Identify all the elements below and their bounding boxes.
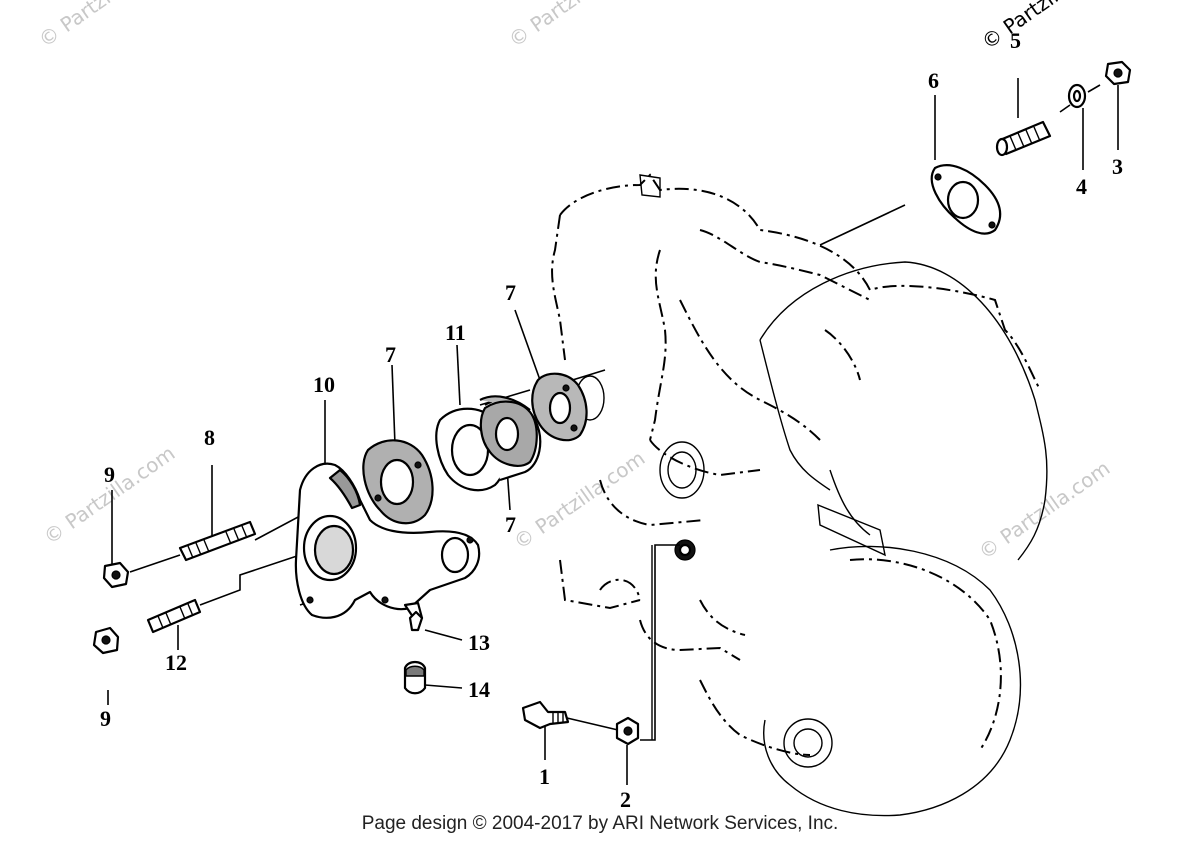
part-9-nut-upper [102,561,130,589]
watermark: © Partzilla.com [39,441,179,549]
engine-outline [551,173,1048,817]
callout-11: 11 [445,320,466,345]
part-7-gasket-upper [531,372,588,442]
callout-12: 12 [165,650,187,675]
part-3-nut [1104,60,1132,86]
part-9-nut-lower [92,626,120,655]
callout-7: 7 [385,342,396,367]
callout-4: 4 [1076,174,1087,199]
callout-5: 5 [1010,28,1021,53]
callout-7: 7 [505,512,516,537]
part-12-stud [146,598,202,634]
part-8-stud [178,520,257,562]
watermark-top-right: © Partzilla.com [977,0,1117,54]
watermark-layer: © Partzilla.com © Partzilla.com © Partzi… [34,0,1114,564]
callout-14: 14 [468,677,490,702]
callout-1: 1 [539,764,550,789]
part-7-gasket-left [362,439,434,525]
part-6-gasket [930,164,1002,235]
part-7-gasket-middle [479,400,538,467]
callout-8: 8 [204,425,215,450]
part-13-fitting [408,610,424,632]
watermark: © Partzilla.com [974,456,1114,564]
callout-9: 9 [104,462,115,487]
callout-3: 3 [1112,154,1123,179]
part-2-nut [615,716,640,746]
callout-7: 7 [505,280,516,305]
callout-9: 9 [100,706,111,731]
callout-2: 2 [620,787,631,812]
callout-13: 13 [468,630,490,655]
callout-6: 6 [928,68,939,93]
part-1-sensor [521,700,570,730]
part-5-stud [995,120,1052,157]
watermark: © Partzilla.com [504,0,644,52]
part-14-cap [403,660,427,695]
part-4-washer [1067,83,1087,109]
callout-10: 10 [313,372,335,397]
copyright-footer: Page design © 2004-2017 by ARI Network S… [361,813,839,834]
callout-labels: 1 2 3 4 5 6 7 7 7 8 9 9 10 11 12 13 14 [100,28,1123,812]
watermark: © Partzilla.com [34,0,174,52]
